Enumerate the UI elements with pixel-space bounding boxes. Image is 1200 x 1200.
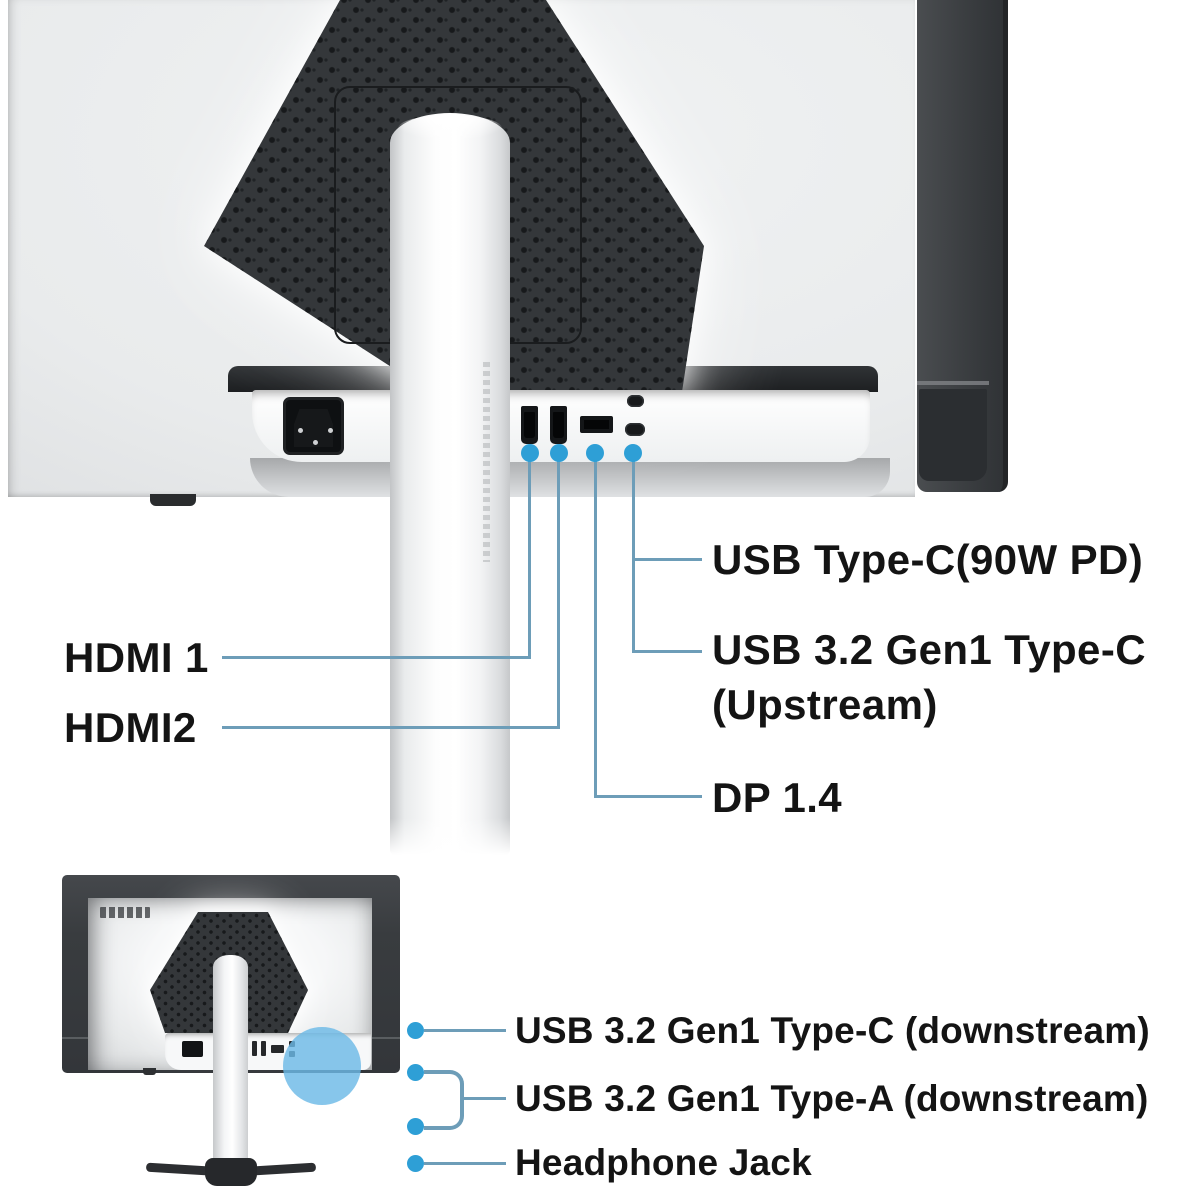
callout-line-usbc-v xyxy=(632,453,635,653)
port-silkscreen-text xyxy=(483,362,490,562)
label-dp: DP 1.4 xyxy=(712,774,843,821)
small-stand-column xyxy=(213,955,248,1167)
callout-dot-usbc-down xyxy=(407,1022,424,1039)
callout-line-usbc-pd-h xyxy=(632,558,702,561)
side-edge-panel xyxy=(917,0,1008,492)
callout-line-hdmi1-h xyxy=(222,656,531,659)
callout-dot-dp xyxy=(586,444,604,462)
callout-line-dp-v xyxy=(594,453,597,798)
label-usb-a-downstream: USB 3.2 Gen1 Type-A (downstream) xyxy=(515,1078,1149,1119)
callout-dot-usba-top xyxy=(407,1064,424,1081)
label-usb-c-downstream: USB 3.2 Gen1 Type-C (downstream) xyxy=(515,1010,1150,1051)
power-pin-left xyxy=(298,428,303,433)
small-power-inlet-port xyxy=(182,1041,203,1057)
power-pin-right xyxy=(328,428,333,433)
power-inlet-port xyxy=(283,397,344,455)
usb-c-pd-port xyxy=(625,423,645,436)
small-usb-port-2 xyxy=(261,1041,266,1056)
callout-line-hdmi2-h xyxy=(222,726,560,729)
callout-dot-hdmi2 xyxy=(550,444,568,462)
callout-line-headphone xyxy=(424,1162,506,1165)
hdmi1-port-slot xyxy=(524,412,535,438)
frame-notch-right xyxy=(372,1037,400,1039)
frame-notch-left xyxy=(62,1037,88,1039)
label-hdmi2: HDMI2 xyxy=(64,704,197,751)
callout-bracket-usba xyxy=(424,1070,464,1130)
vent-glow xyxy=(200,0,712,394)
displayport-slot xyxy=(584,420,609,429)
displayport-port xyxy=(580,416,613,433)
joystick-button xyxy=(150,494,196,506)
side-edge-notch xyxy=(919,389,987,481)
brand-logo xyxy=(100,907,150,918)
hdmi2-port xyxy=(550,406,567,444)
side-edge-highlight xyxy=(917,381,989,385)
label-hdmi1: HDMI 1 xyxy=(64,634,209,681)
small-joystick-button xyxy=(143,1068,156,1075)
small-usb-port-3 xyxy=(271,1045,284,1053)
hdmi1-port xyxy=(521,406,538,444)
callout-line-usbc-up-h xyxy=(632,650,702,653)
callout-line-usbc-down xyxy=(424,1029,506,1032)
monitor-bottom-rim xyxy=(250,458,890,497)
callout-dot-hdmi1 xyxy=(521,444,539,462)
label-headphone-jack: Headphone Jack xyxy=(515,1142,812,1183)
callout-dot-usbc xyxy=(624,444,642,462)
stand-column-fade xyxy=(390,818,510,860)
power-pin-center xyxy=(313,440,318,445)
callout-line-hdmi2-v xyxy=(557,453,560,728)
callout-dot-usba-bottom xyxy=(407,1118,424,1135)
stand-column xyxy=(390,113,510,858)
stand-base-cap xyxy=(205,1158,257,1186)
label-usb-c-pd: USB Type-C(90W PD) xyxy=(712,536,1144,583)
callout-line-hdmi1-v xyxy=(528,453,531,658)
side-ports-highlight-circle xyxy=(283,1027,361,1105)
small-usb-port-1 xyxy=(252,1041,257,1056)
label-usb-c-upstream-line2: (Upstream) xyxy=(712,681,938,728)
hdmi2-port-slot xyxy=(553,412,564,438)
callout-line-usba-stub xyxy=(464,1097,506,1100)
usb-c-upstream-port xyxy=(627,395,644,407)
label-usb-c-upstream-line1: USB 3.2 Gen1 Type-C xyxy=(712,626,1146,673)
callout-dot-headphone xyxy=(407,1155,424,1172)
callout-line-dp-h xyxy=(594,795,702,798)
